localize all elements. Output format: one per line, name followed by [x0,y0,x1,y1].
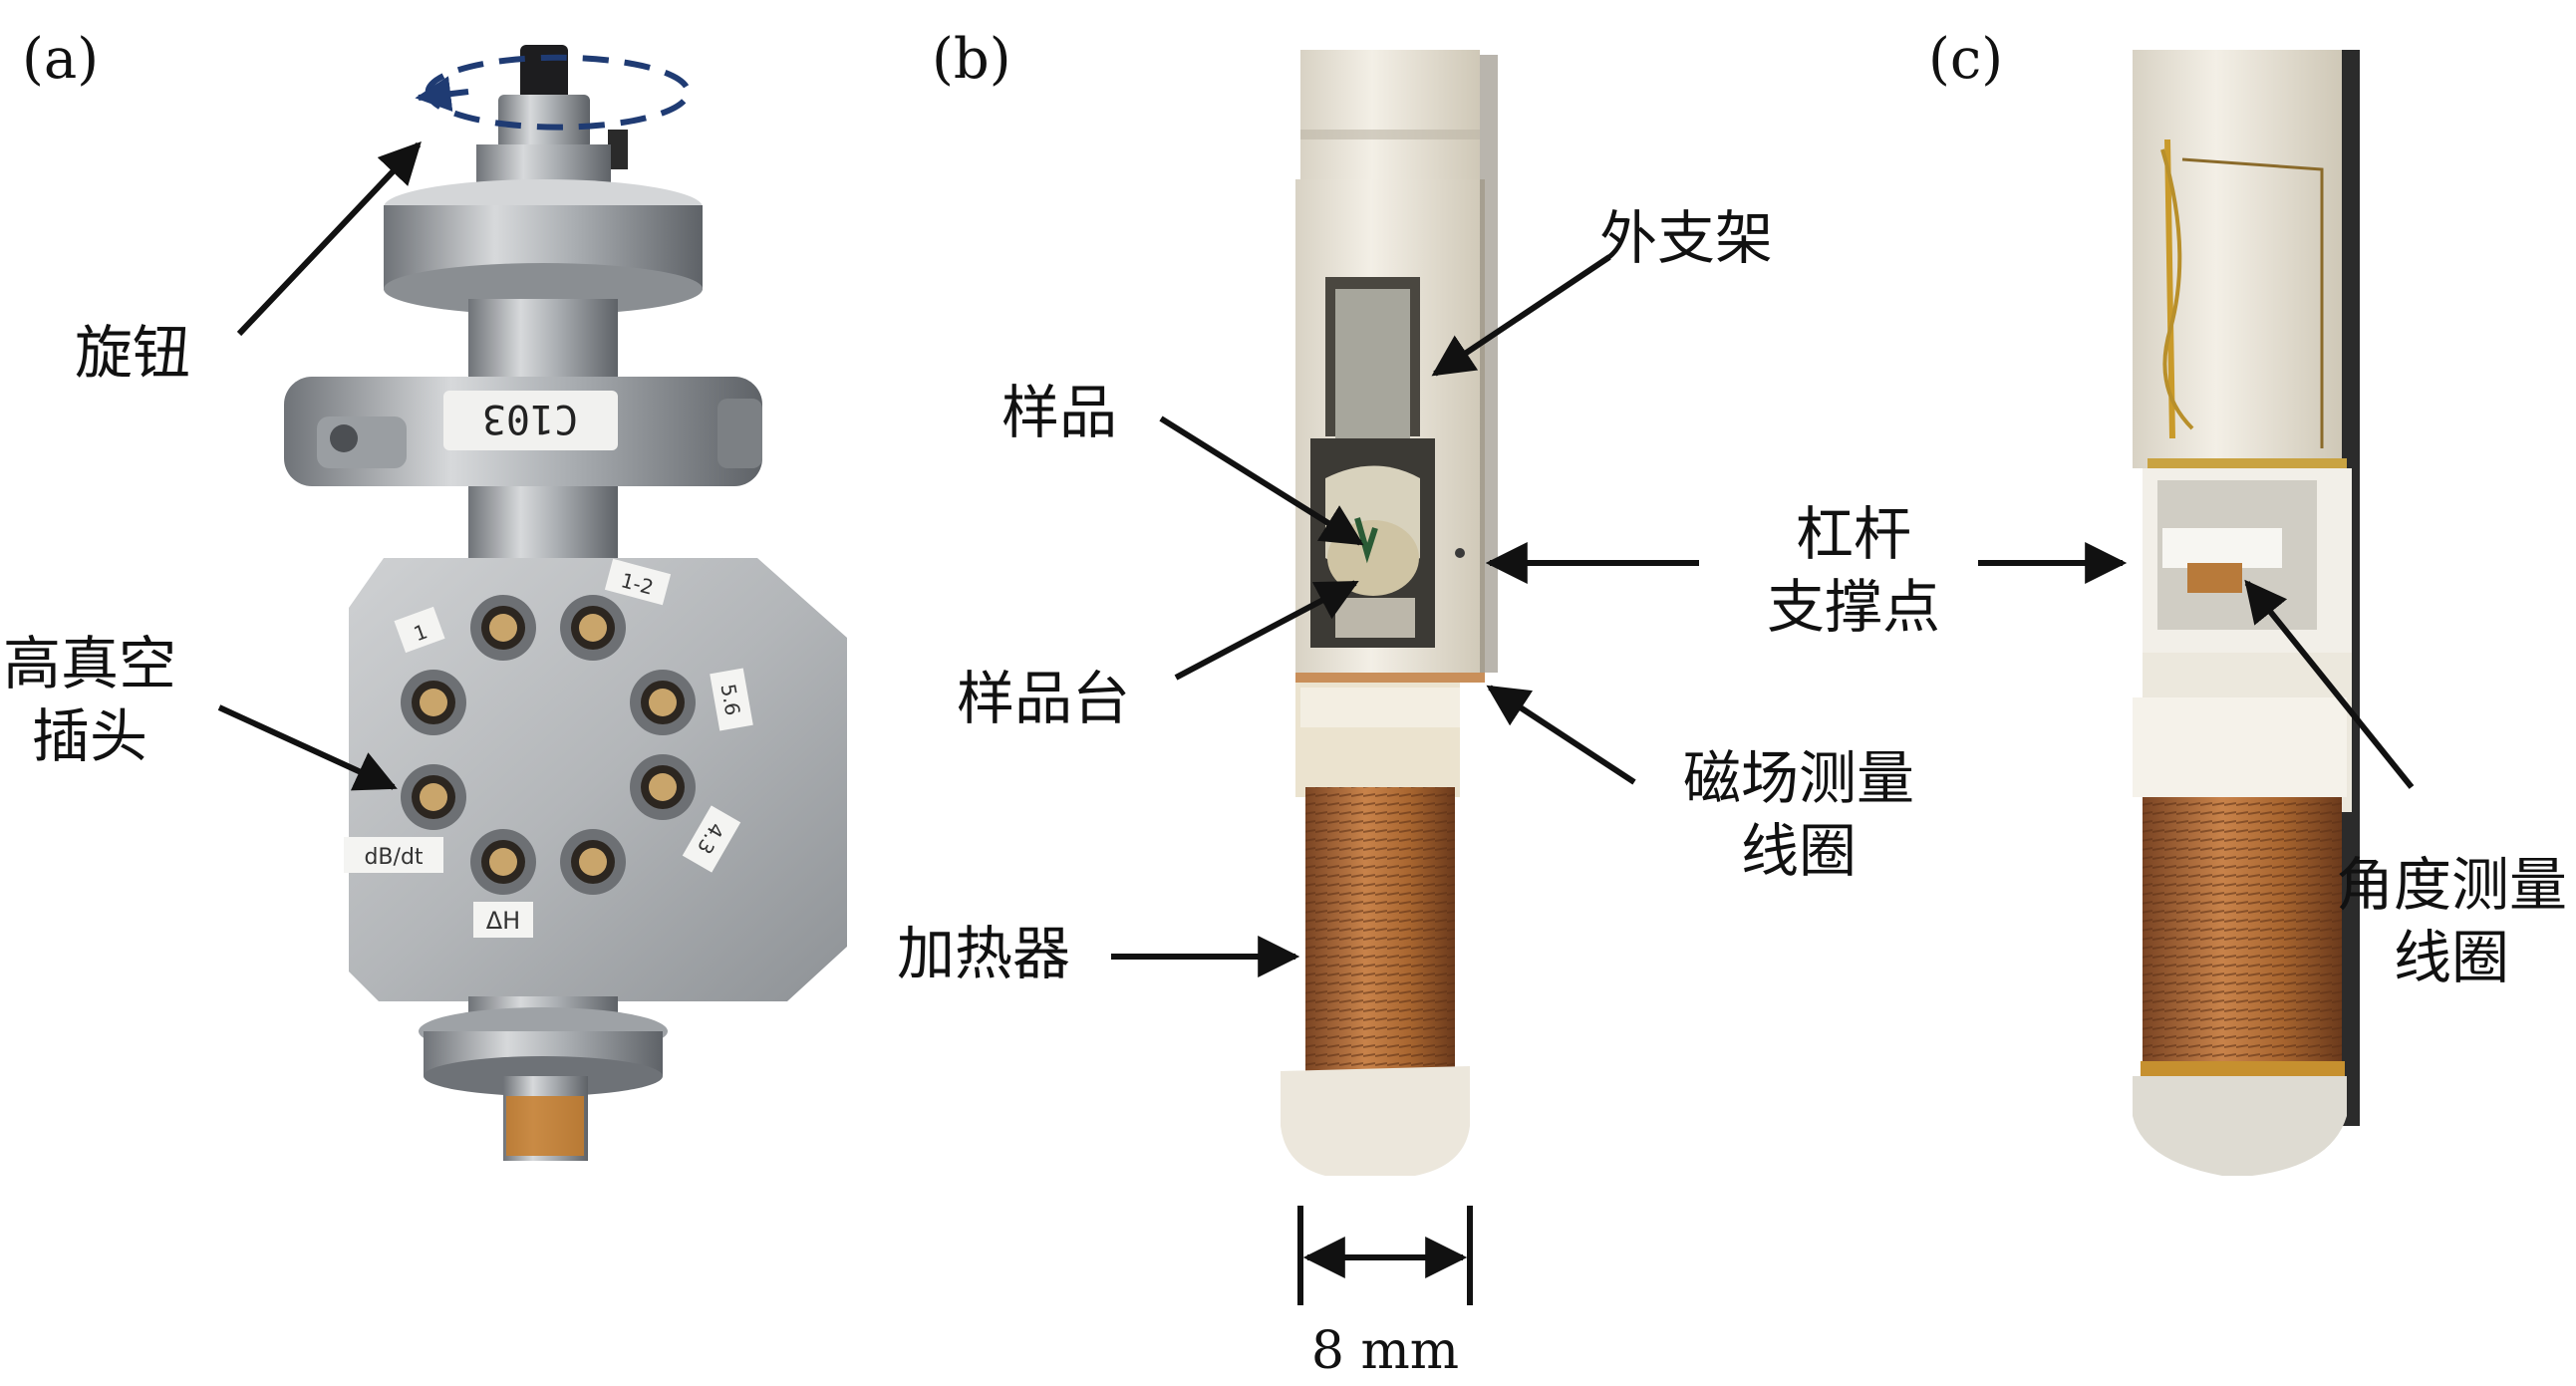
label-angle-coil: 角度测量 线圈 [2327,849,2576,993]
arrow-sample-stage [1174,580,1359,681]
panel-label-b: (b) [932,27,1011,92]
panel-label-c: (c) [1928,27,2004,92]
annotation-arrows [217,140,2415,977]
arrow-knob [236,140,422,337]
sticker-port-5-6: 5.6 [716,682,744,716]
label-knob: 旋钮 [75,319,191,387]
arrow-sample [1159,416,1364,546]
label-lever-line2: 支撑点 [1766,572,1940,641]
flange-tag [443,391,618,450]
label-angle-coil-line2: 线圈 [2393,923,2509,991]
scale-bar-label: 8 mm [1310,1321,1460,1381]
arrow-outer-frame [1431,254,1611,377]
flange-tag-text: C103 [482,396,578,441]
label-angle-coil-line1: 角度测量 [2335,851,2567,919]
scale-bar [1297,1206,1473,1305]
sticker-port-dh: ΔH [486,907,520,935]
rotation-indicator [415,54,692,131]
vacuum-feedthrough-photo: C103 1 1-2 5.6 4.3 dB/dt ΔH [284,45,847,1161]
arrow-field-coil [1486,685,1636,785]
sticker-port-dbdt: dB/dt [364,845,423,870]
label-outer-frame: 外支架 [1599,204,1774,272]
connector-plate [349,558,847,1001]
angle-coil-holder-photo [2133,50,2360,1176]
label-vacuum-plug-line2: 插头 [31,701,147,770]
label-sample: 样品 [1002,379,1118,446]
label-sample-stage: 样品台 [957,665,1131,732]
panel-label-a: (a) [22,27,100,92]
label-vacuum-plug: 高真空 插头 [0,628,179,772]
label-field-coil-line2: 线圈 [1740,816,1857,885]
label-vacuum-plug-line1: 高真空 [2,630,176,697]
connector-ports [401,595,696,895]
sample-holder-photo [1281,50,1498,1176]
label-field-coil: 磁场测量 线圈 [1659,742,1938,887]
label-lever-line1: 杠杆 [1795,500,1911,568]
label-heater: 加热器 [897,920,1071,987]
arrow-vacuum-plug [217,704,398,791]
arrow-angle-coil [2244,579,2415,789]
label-lever: 杠杆 支撑点 [1739,498,1968,643]
label-field-coil-line1: 磁场测量 [1682,744,1914,812]
